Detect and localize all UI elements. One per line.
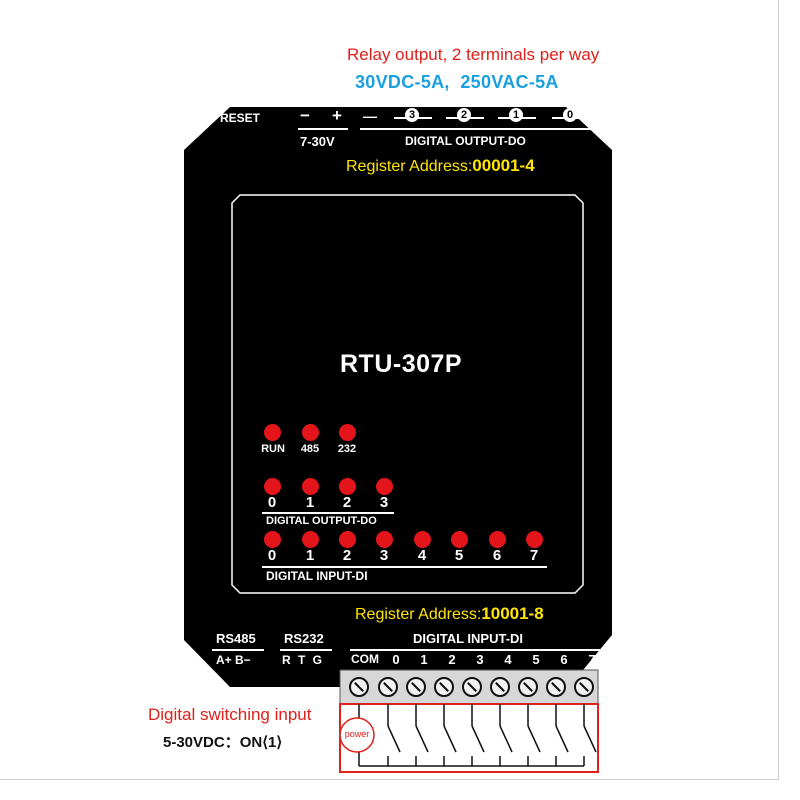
- relay-terminal-2: 2: [446, 108, 484, 122]
- led-di-1: [302, 531, 319, 548]
- relay-output-title: Relay output, 2 terminals per way: [347, 45, 600, 64]
- terminal-label-4: 4: [504, 652, 512, 667]
- led-do-1: [302, 478, 319, 495]
- do-digit-3: 3: [379, 494, 389, 511]
- do-panel-label: DIGITAL OUTPUT-DO: [266, 515, 377, 527]
- led-di-7: [526, 531, 543, 548]
- terminal-label-2: 2: [448, 652, 456, 667]
- di-register-value: 10001-8: [481, 604, 544, 623]
- minus-label: −: [300, 106, 310, 125]
- screw-terminal-com: [349, 677, 369, 697]
- do-digit-1: 1: [305, 494, 315, 511]
- power-underline: [298, 128, 348, 130]
- di-digit-2: 2: [342, 547, 352, 564]
- screw-terminal-4: [490, 677, 510, 697]
- led-di-2: [339, 531, 356, 548]
- led-do-0: [264, 478, 281, 495]
- terminal-label-7: 7: [588, 652, 596, 667]
- di-panel-underline: [262, 566, 547, 568]
- screw-terminal-2: [434, 677, 454, 697]
- switching-input-voltage: 5-30VDC：ON⟨1⟩: [163, 734, 283, 751]
- bottom-di-underline: [350, 649, 600, 651]
- model-name: RTU-307P: [340, 350, 463, 378]
- di-register-label: Register Address:: [355, 606, 482, 623]
- relay-terminal-1: 1: [498, 108, 536, 122]
- screw-terminal-1: [406, 677, 426, 697]
- di-digit-0: 0: [267, 547, 277, 564]
- do-register-value: 00001-4: [472, 156, 535, 175]
- di-register-address: Register Address:10001-8: [355, 604, 544, 624]
- do-digit-2: 2: [342, 494, 352, 511]
- bottom-di-label: DIGITAL INPUT-DI: [413, 631, 524, 646]
- di-digit-7: 7: [529, 547, 539, 564]
- di-digit-1: 1: [305, 547, 315, 564]
- di-digit-3: 3: [379, 547, 389, 564]
- do-register-label: Register Address:: [346, 158, 473, 175]
- led-do-2: [339, 478, 356, 495]
- rs485-pins: A+ B−: [216, 653, 251, 667]
- do-panel-underline: [262, 512, 394, 514]
- do-dash-label: —: [363, 108, 377, 124]
- led-485-label: 485: [300, 443, 320, 455]
- switching-input-title: Digital switching input: [148, 705, 312, 724]
- terminal-label-com: COM: [351, 652, 379, 666]
- led-run-label: RUN: [261, 443, 285, 455]
- image-frame-right: [778, 0, 779, 780]
- led-di-4: [414, 531, 431, 548]
- relay-rating: 30VDC-5A, 250VAC-5A: [355, 72, 559, 92]
- rs232-underline: [280, 649, 332, 651]
- power-source-label: power: [344, 729, 370, 739]
- do-digit-0: 0: [267, 494, 277, 511]
- di-digit-4: 4: [417, 547, 427, 564]
- led-di-6: [489, 531, 506, 548]
- image-frame-bottom: [0, 779, 779, 780]
- led-232-label: 232: [337, 443, 357, 455]
- rs232-pins: R T G: [282, 653, 322, 667]
- top-do-terminals: 3 2 1 0: [384, 108, 599, 128]
- do-register-address: Register Address:00001-4: [346, 156, 535, 176]
- terminal-label-6: 6: [560, 652, 568, 667]
- terminal-label-3: 3: [476, 652, 484, 667]
- do-underline: [360, 128, 600, 130]
- screw-terminal-0: [378, 677, 398, 697]
- relay-terminal-0: 0: [552, 108, 590, 122]
- di-panel-label: DIGITAL INPUT-DI: [266, 569, 368, 583]
- led-run: [264, 424, 281, 441]
- led-di-0: [264, 531, 281, 548]
- di-digit-6: 6: [492, 547, 502, 564]
- led-di-3: [376, 531, 393, 548]
- plus-label: +: [332, 106, 342, 125]
- terminal-label-1: 1: [420, 652, 428, 667]
- screw-terminal-7: [574, 677, 594, 697]
- rs485-underline: [212, 649, 264, 651]
- led-di-5: [451, 531, 468, 548]
- screw-terminal-6: [546, 677, 566, 697]
- relay-terminal-3: 3: [394, 108, 432, 122]
- terminal-label-5: 5: [532, 652, 540, 667]
- voltage-label: 7-30V: [300, 134, 335, 149]
- reset-label: RESET: [220, 111, 261, 125]
- terminal-label-0: 0: [392, 652, 400, 667]
- led-485: [302, 424, 319, 441]
- di-digit-5: 5: [454, 547, 464, 564]
- led-do-3: [376, 478, 393, 495]
- rs232-label: RS232: [284, 631, 324, 646]
- top-do-label: DIGITAL OUTPUT-DO: [405, 134, 526, 148]
- rs485-label: RS485: [216, 631, 256, 646]
- led-232: [339, 424, 356, 441]
- screw-terminal-3: [462, 677, 482, 697]
- screw-terminal-5: [518, 677, 538, 697]
